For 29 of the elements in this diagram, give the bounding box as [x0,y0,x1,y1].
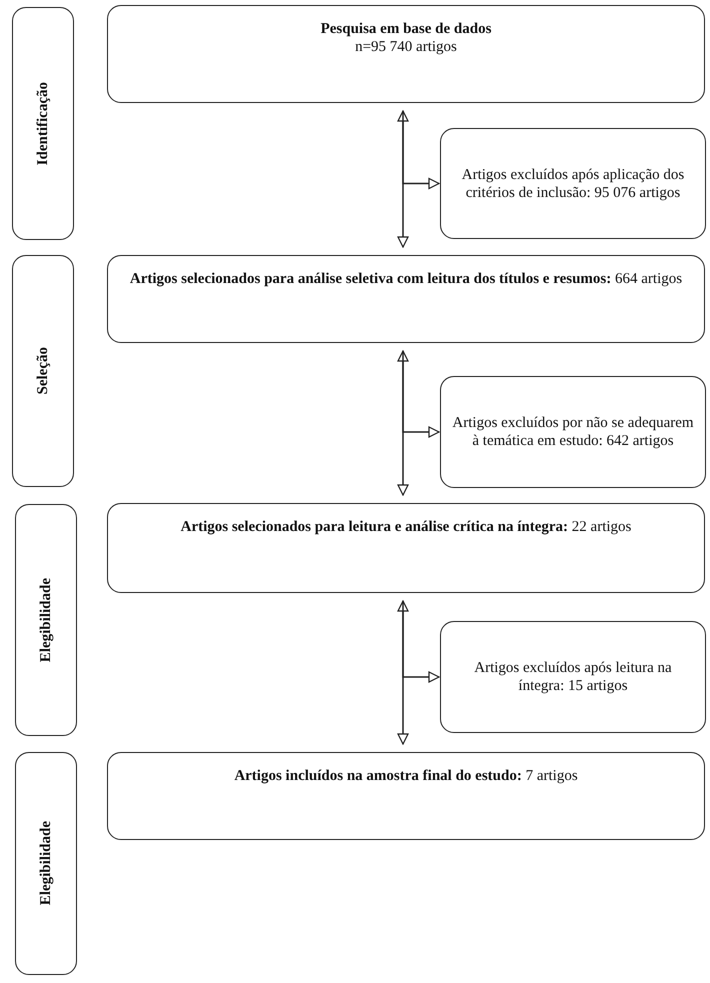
count-text: n=95 740 artigos [355,38,457,56]
phase-box [12,7,74,240]
exclusion-box [440,128,706,239]
phase-label: Elegibilidade [37,821,55,906]
arrow [397,110,409,248]
box-text: Artigos incluídos na amostra final do estudo: 7 artigos [234,767,578,785]
phase-label: Seleção [34,347,52,395]
phase-box [15,752,77,975]
arrow [402,111,440,190]
process-box [107,5,705,103]
process-box [107,752,705,840]
box-text: Artigos excluídos por não se adequarem à temática em estudo: 642 artigos [451,414,695,450]
process-box [107,255,705,343]
exclusion-box [440,376,706,488]
exclusion-box [440,621,706,733]
phase-label: Identificação [34,82,52,166]
phase-box [15,504,77,736]
box-text: Artigos selecionados para análise seletiva com leitura dos títulos e resumos: 664 artigos [130,270,682,288]
arrow [402,601,440,683]
arrow [397,350,409,496]
phase-label: Elegibilidade [37,578,55,662]
box-text: Artigos excluídos após leitura na íntegra: 15 artigos [473,659,673,695]
arrow [397,600,409,745]
box-text: Pesquisa em base de dados [320,20,492,38]
box-text: Artigos excluídos após aplicação dos critérios de inclusão: 95 076 artigos [460,166,686,202]
phase-box [12,255,74,487]
box-text: Artigos selecionados para leitura e análise crítica na íntegra: 22 artigos [180,518,632,536]
arrow [402,351,440,438]
process-box [107,503,705,593]
